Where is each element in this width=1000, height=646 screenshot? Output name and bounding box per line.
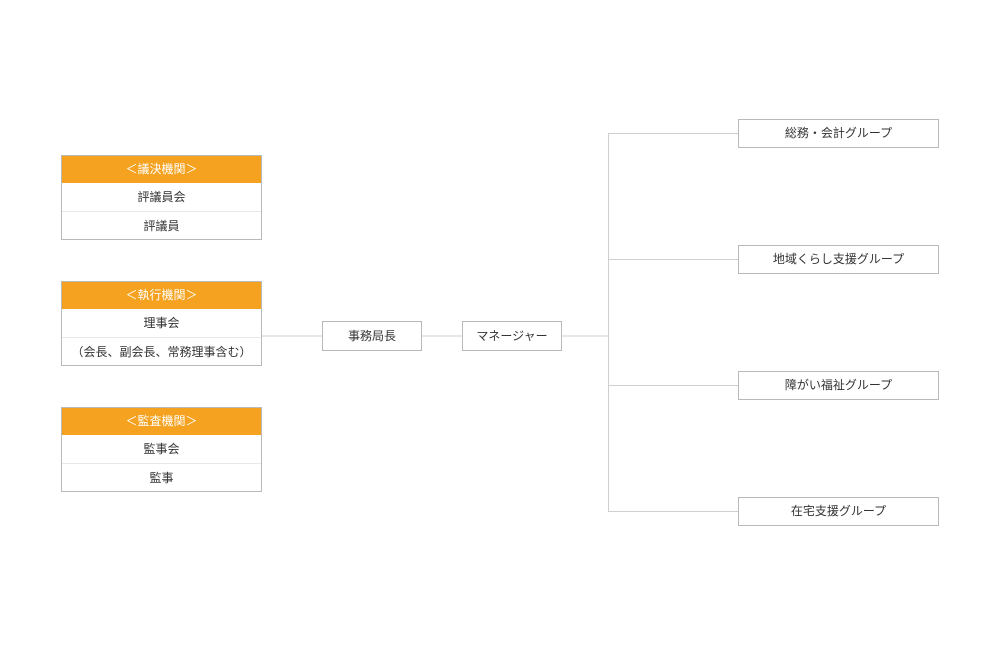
legislative-organ-heading: ＜議決機関＞: [62, 156, 261, 183]
manager-box: マネージャー: [462, 321, 562, 351]
audit-organ-heading: ＜監査機関＞: [62, 408, 261, 435]
community-living-support-group-box: 地域くらし支援グループ: [738, 245, 939, 274]
auditors-meeting: 監事会: [143, 442, 180, 456]
board-members-note: （会長、副会長、常務理事含む）: [62, 337, 261, 365]
secretary-general-box: 事務局長: [322, 321, 422, 351]
auditors: 監事: [62, 463, 261, 491]
general-affairs-group-box: 総務・会計グループ: [738, 119, 939, 148]
audit-organ-panel: ＜監査機関＞ 監事会 監事: [61, 407, 262, 492]
legislative-organ-panel: ＜議決機関＞ 評議員会 評議員: [61, 155, 262, 240]
executive-organ-panel: ＜執行機関＞ 理事会 （会長、副会長、常務理事含む）: [61, 281, 262, 366]
councilors-meeting: 評議員会: [137, 190, 186, 204]
executive-organ-heading: ＜執行機関＞: [62, 282, 261, 309]
disability-welfare-group-box: 障がい福祉グループ: [738, 371, 939, 400]
councilors: 評議員: [62, 211, 261, 239]
board-of-directors: 理事会: [143, 316, 180, 330]
home-support-group-box: 在宅支援グループ: [738, 497, 939, 526]
